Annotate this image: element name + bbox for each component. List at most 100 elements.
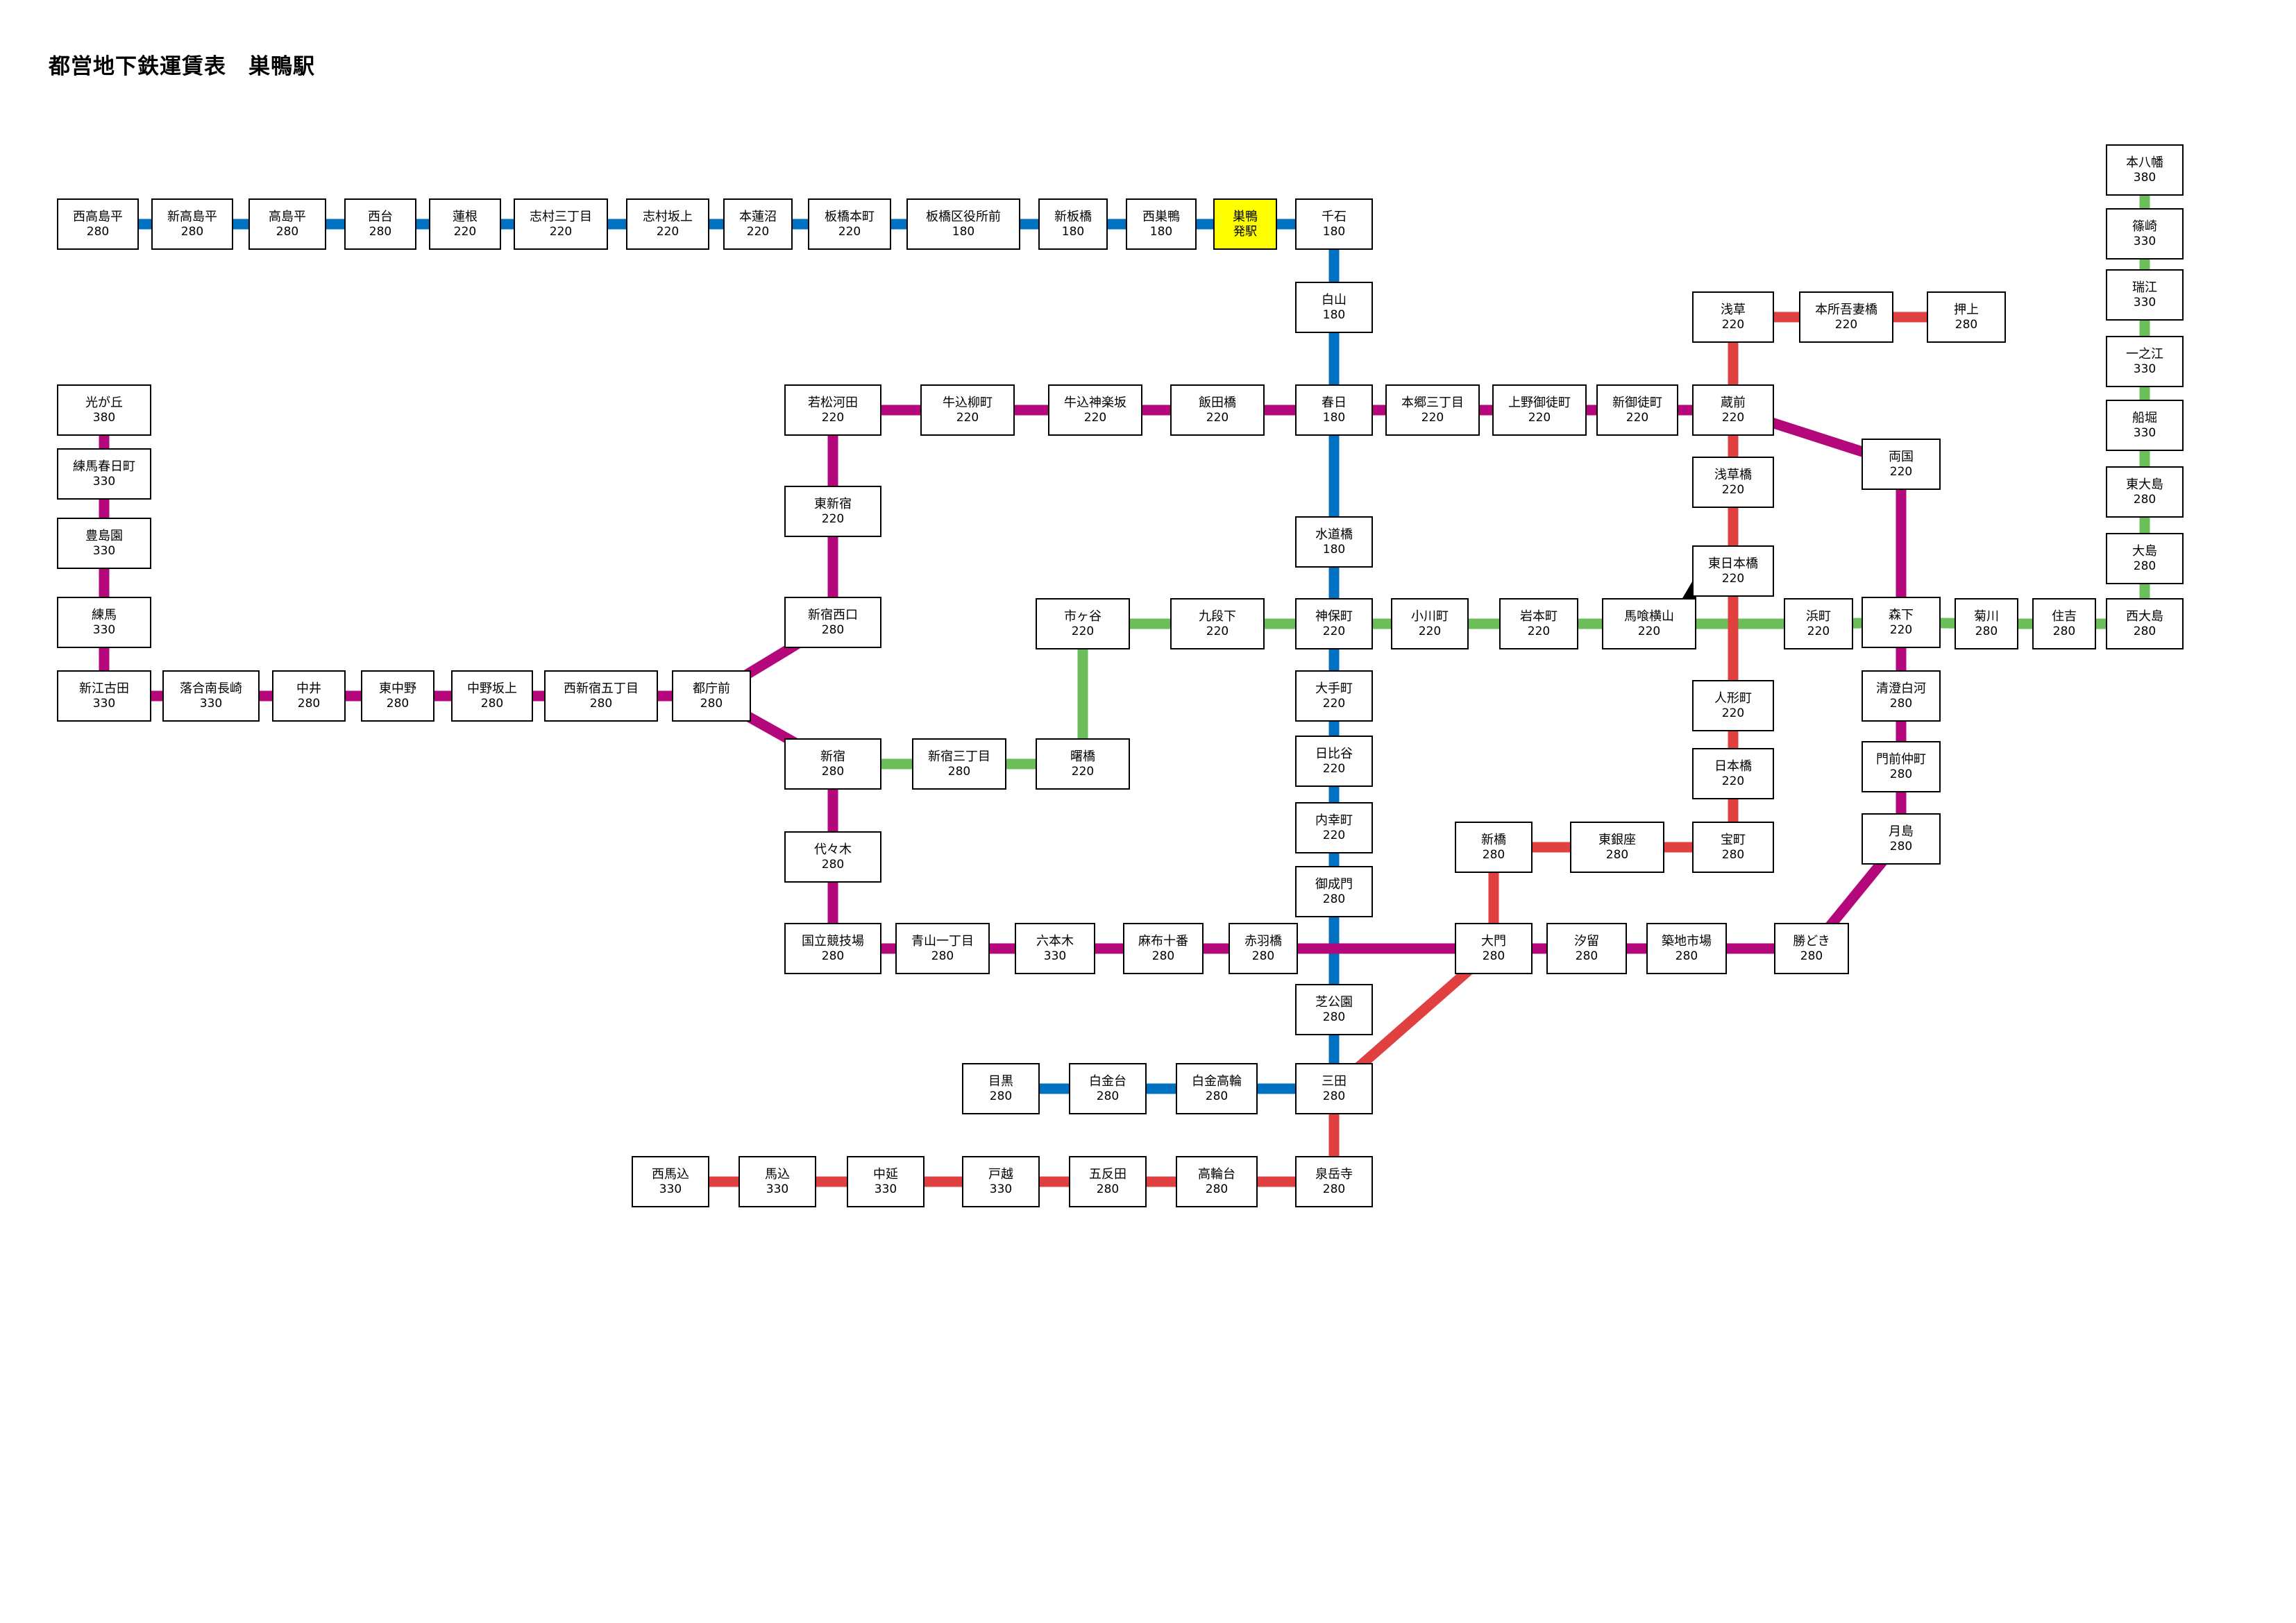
station-sugamo[interactable]: 巣鴨発駅 <box>1213 198 1277 250</box>
station-fare: 220 <box>746 224 770 239</box>
